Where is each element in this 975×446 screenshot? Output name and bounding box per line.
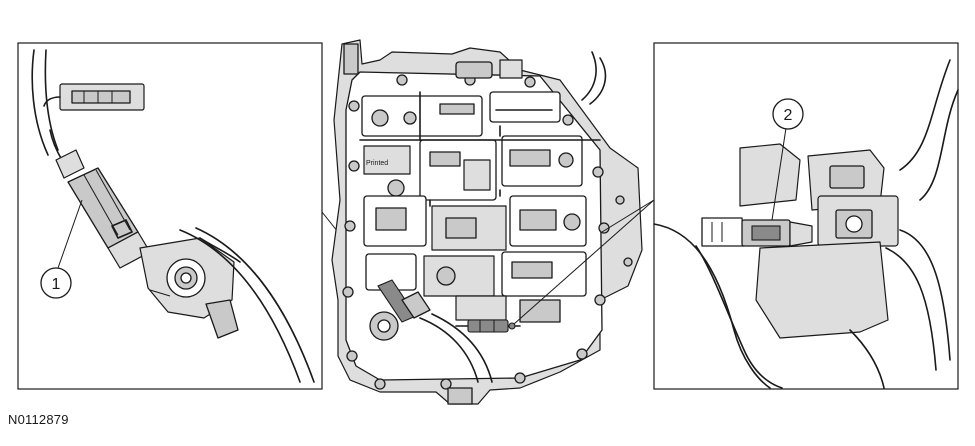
callout-1-leader [57, 199, 83, 269]
main-conduit-2 [431, 313, 493, 383]
main-sensor-connector-right [467, 319, 516, 333]
right-wire-2 [919, 89, 959, 201]
main-conduit-1 [419, 317, 479, 383]
conduit-right-inner [695, 245, 783, 389]
left-detail-panel: 1 [17, 42, 323, 390]
callout-1-circle [40, 267, 72, 299]
callout-1-number: 1 [52, 276, 61, 293]
top-wire-1 [581, 51, 597, 101]
sensor-connector-2 [701, 217, 813, 247]
top-wire-2 [589, 57, 607, 105]
main-sensor-connector-left [377, 279, 431, 323]
figure-id-label: N0112879 [8, 412, 69, 427]
perimeter-bolts [342, 74, 633, 390]
right-wire-1 [899, 59, 951, 171]
right-wire-3 [899, 229, 951, 361]
callout-2-circle [772, 98, 804, 130]
rear-housing [739, 143, 801, 207]
right-detail-frame [653, 42, 959, 390]
detail-leader-right [513, 199, 655, 325]
right-wire-4 [885, 247, 937, 371]
sensor-connector-1 [55, 149, 151, 269]
transmission-valve-body: Printed [331, 39, 643, 405]
callout-2-leader [771, 127, 787, 221]
case-foot [447, 387, 473, 405]
wire-strap [199, 237, 241, 263]
callout-2-number: 2 [784, 107, 793, 124]
top-boss-2 [499, 59, 523, 79]
upper-connector [43, 83, 145, 111]
right-detail-panel: 2 [653, 42, 959, 390]
valve-channels: Printed [359, 91, 601, 323]
conduit-outer [179, 229, 301, 383]
right-wire-5 [849, 329, 885, 389]
harness-tube-upper [31, 49, 49, 156]
top-boss [455, 61, 493, 79]
conduit-inner [195, 227, 315, 383]
lower-block [755, 241, 889, 339]
case-lug-left [343, 43, 359, 75]
detail-leader-right-2 [601, 199, 655, 233]
plate-label: Printed [366, 160, 388, 167]
